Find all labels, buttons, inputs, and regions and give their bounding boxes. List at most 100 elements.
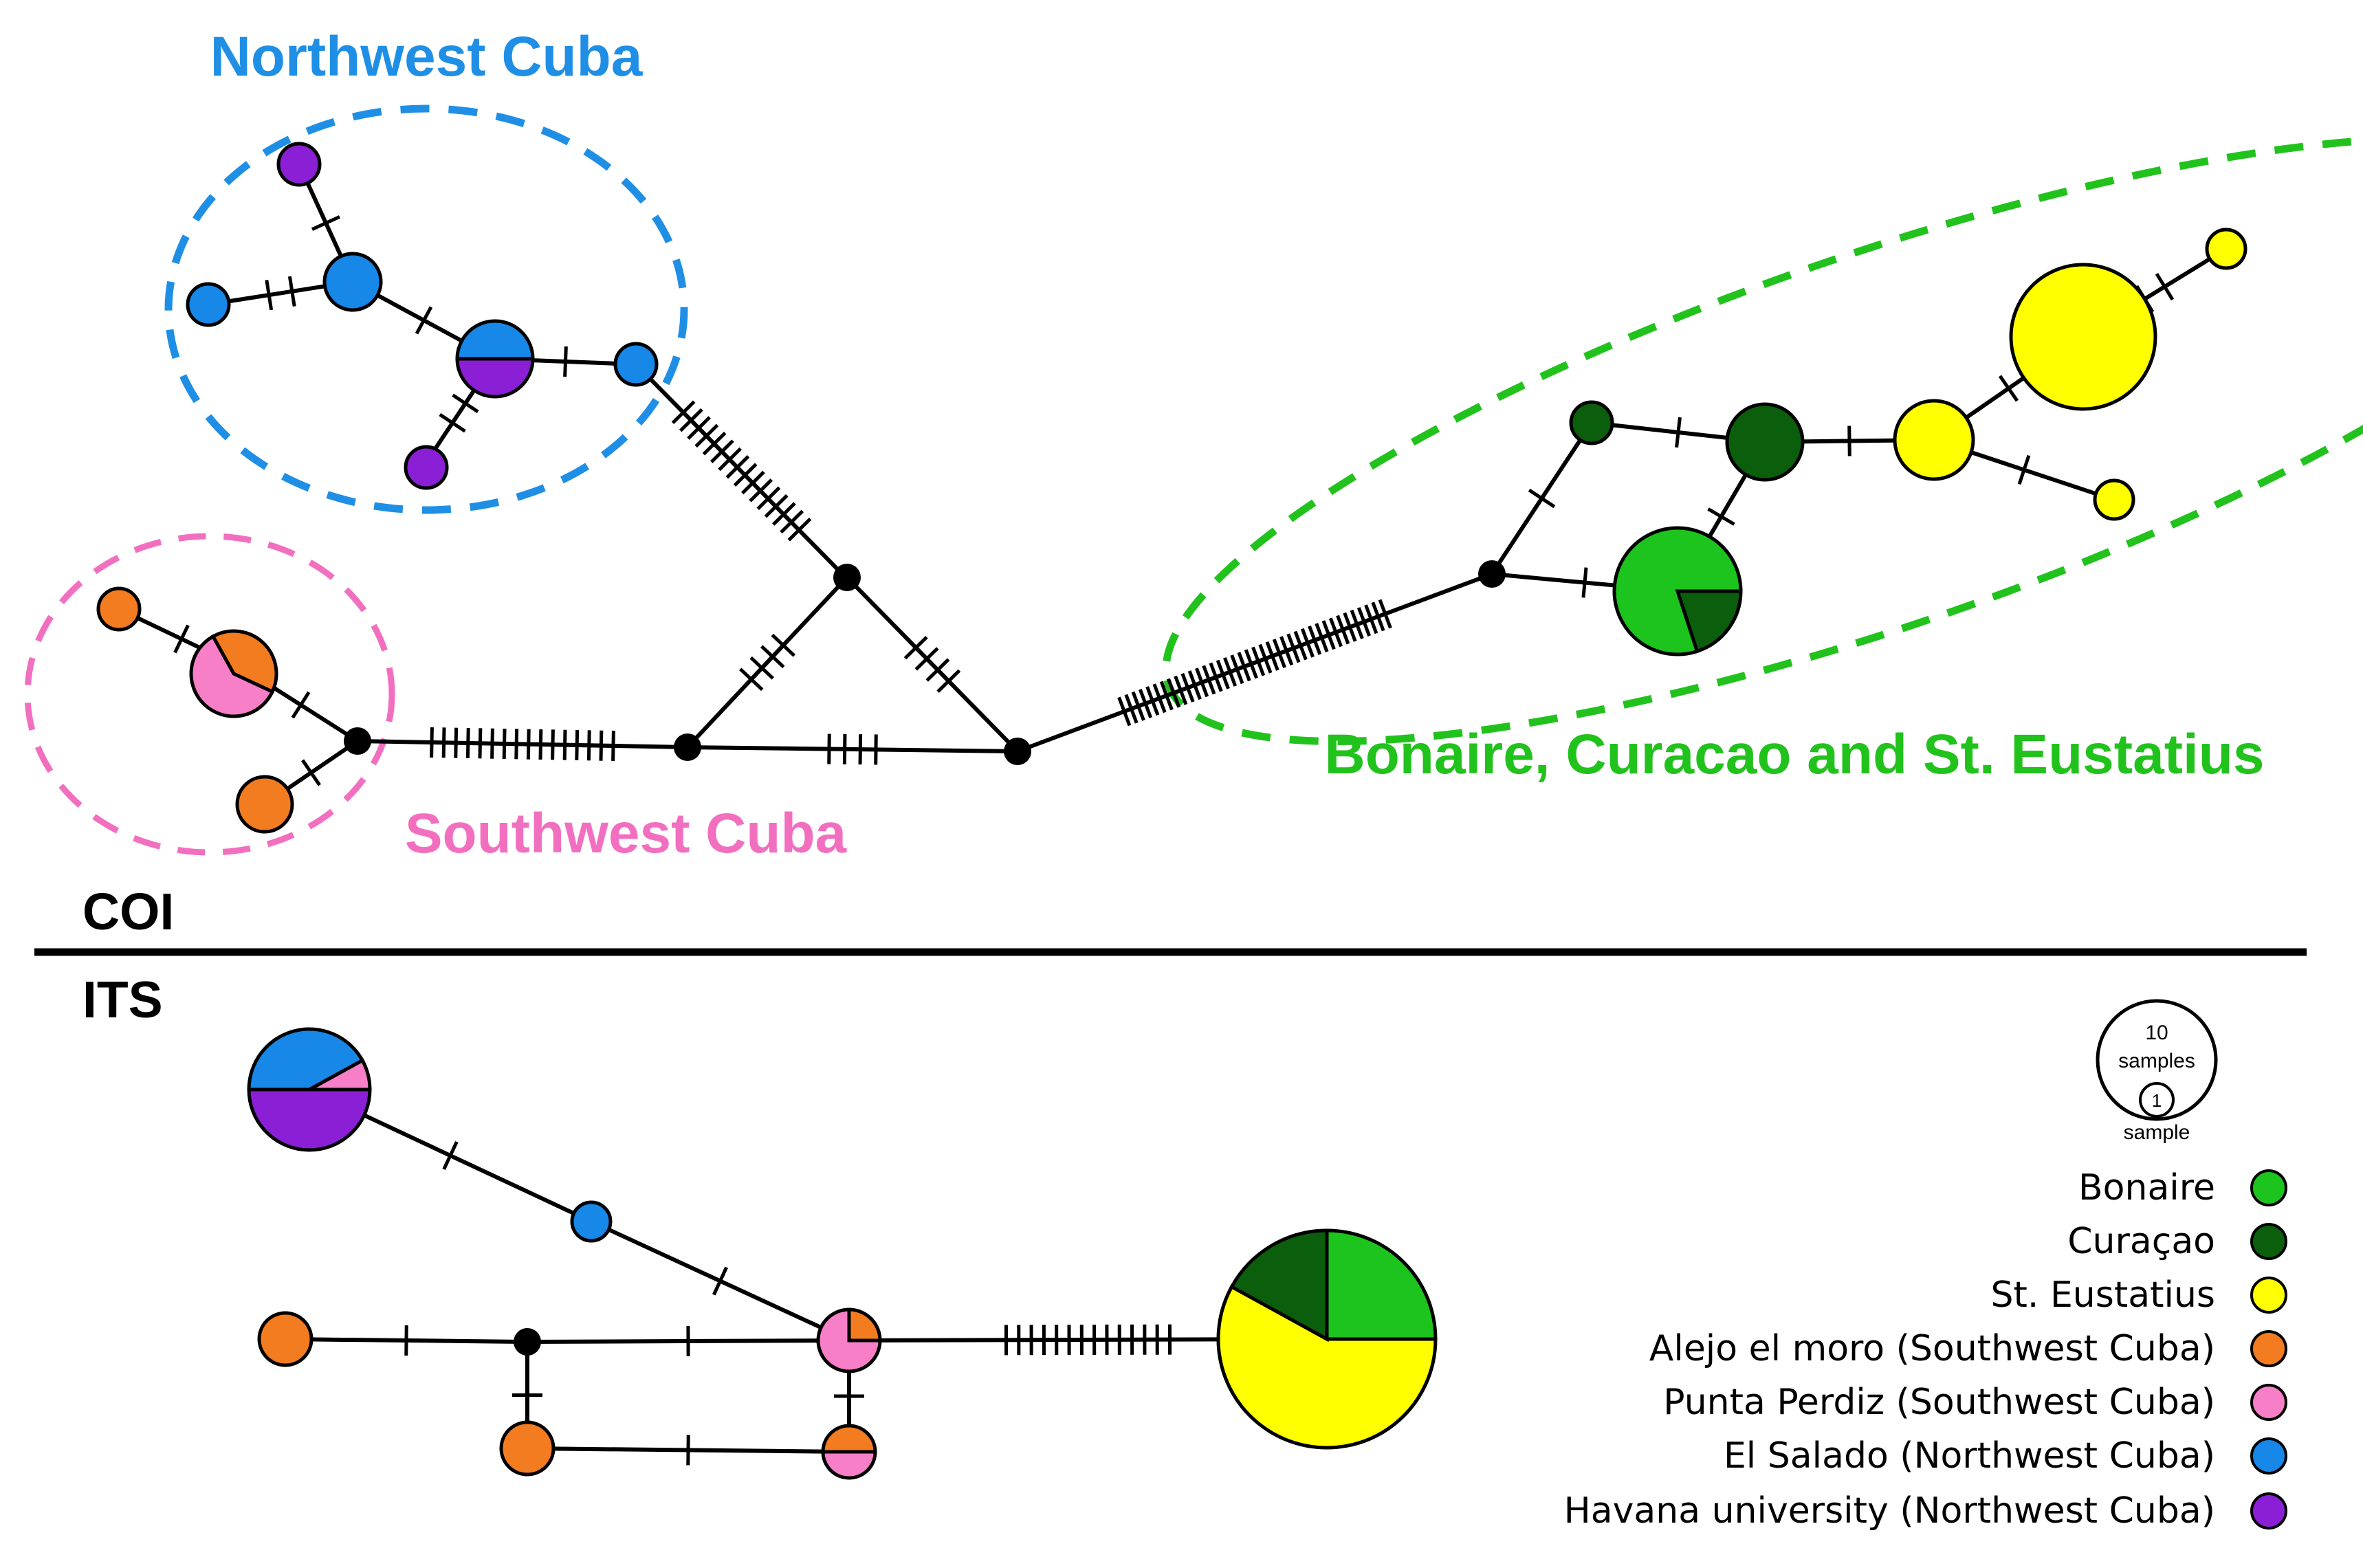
haplotype-node bbox=[257, 1311, 314, 1367]
mutation-tick bbox=[2017, 454, 2031, 485]
mutation-tick bbox=[1244, 649, 1258, 679]
svg-text:10: 10 bbox=[2145, 1022, 2168, 1044]
legend-item: Alejo el moro (Southwest Cuba) bbox=[1649, 1328, 2287, 1369]
mutation-tick bbox=[478, 728, 483, 759]
mutation-tick bbox=[599, 730, 604, 761]
svg-text:El Salado (Northwest Cuba): El Salado (Northwest Cuba) bbox=[1724, 1435, 2215, 1477]
mutation-tick bbox=[1124, 694, 1139, 724]
mutation-tick bbox=[1202, 665, 1216, 695]
mutation-tick bbox=[925, 658, 950, 682]
mutation-tick bbox=[1315, 623, 1329, 653]
its-panel-label: ITS bbox=[83, 971, 163, 1028]
pie-slice bbox=[455, 319, 535, 361]
mutation-tick bbox=[1209, 662, 1223, 692]
northwest-cuba-outline bbox=[164, 104, 688, 514]
mutation-tick bbox=[1174, 675, 1188, 705]
mutation-tick bbox=[1223, 656, 1238, 687]
mutation-tick bbox=[442, 1141, 459, 1170]
mutation-tick bbox=[772, 502, 796, 526]
mutation-tick bbox=[827, 733, 831, 764]
mutation-tick bbox=[725, 455, 750, 479]
svg-text:Alejo el moro (Southwest Cuba): Alejo el moro (Southwest Cuba) bbox=[1649, 1328, 2215, 1369]
legend-item: Curaçao bbox=[2067, 1221, 2287, 1262]
mutation-tick bbox=[710, 439, 734, 463]
mutation-tick bbox=[671, 400, 696, 425]
pie-slice bbox=[210, 629, 278, 694]
svg-text:sample: sample bbox=[2124, 1121, 2190, 1144]
pie-slice bbox=[1325, 1228, 1438, 1341]
legend: Bonaire Curaçao St. Eustatius Alejo el m… bbox=[1564, 1167, 2287, 1532]
mutation-tick bbox=[1328, 617, 1343, 648]
haplotype-node bbox=[322, 252, 383, 312]
mutation-tick bbox=[563, 346, 568, 377]
mutation-tick bbox=[1258, 643, 1273, 674]
coi-nodes bbox=[96, 142, 2247, 834]
mutation-tick bbox=[404, 1325, 408, 1356]
haplotype-node bbox=[2205, 228, 2247, 270]
mutation-tick bbox=[454, 727, 459, 758]
mutation-tick bbox=[694, 423, 719, 448]
mutation-tick bbox=[712, 1266, 728, 1296]
mutation-tick bbox=[1251, 646, 1266, 676]
mutation-tick bbox=[291, 691, 311, 719]
mutation-tick bbox=[1528, 488, 1556, 509]
mutation-tick bbox=[756, 486, 781, 511]
coi-median-vectors bbox=[344, 560, 1506, 765]
coi-split-nodes bbox=[189, 319, 1743, 718]
mutation-tick bbox=[1675, 417, 1682, 448]
mutation-tick bbox=[562, 729, 567, 760]
mutation-tick bbox=[1117, 696, 1132, 727]
pie-slice bbox=[1216, 1284, 1438, 1450]
its-pie-nodes bbox=[247, 1027, 1438, 1480]
mutation-tick bbox=[1195, 667, 1209, 698]
pie-slice bbox=[308, 1058, 372, 1092]
mutation-tick bbox=[502, 728, 507, 760]
mutation-tick bbox=[936, 669, 961, 693]
mutation-tick bbox=[1581, 567, 1588, 598]
its-median-vectors bbox=[514, 1328, 541, 1356]
mutation-tick bbox=[679, 408, 703, 432]
mutation-tick bbox=[858, 734, 863, 765]
mutation-tick bbox=[718, 447, 743, 472]
mutation-tick bbox=[1216, 659, 1230, 689]
mutation-tick bbox=[1159, 681, 1174, 711]
svg-text:Bonaire: Bonaire bbox=[2078, 1167, 2215, 1208]
mutation-tick bbox=[415, 306, 433, 335]
haplotype-node bbox=[96, 586, 142, 632]
legend-item: St. Eustatius bbox=[1991, 1274, 2287, 1316]
mutation-tick bbox=[575, 729, 580, 761]
mutation-tick bbox=[1998, 375, 2019, 402]
haplotype-node bbox=[613, 342, 659, 387]
pie-slice bbox=[821, 1450, 877, 1480]
legend-item: El Salado (Northwest Cuba) bbox=[1724, 1435, 2287, 1477]
haplotype-node bbox=[186, 282, 231, 327]
mutation-tick bbox=[1300, 628, 1315, 658]
mutation-tick bbox=[1343, 612, 1357, 642]
its-edges bbox=[285, 1087, 1328, 1454]
mutation-tick bbox=[311, 215, 341, 231]
mutation-tick bbox=[903, 636, 928, 660]
haplotype-node bbox=[1893, 399, 1975, 481]
haplotype-node bbox=[235, 775, 294, 834]
mutation-tick bbox=[490, 728, 494, 759]
mutation-tick bbox=[1265, 641, 1279, 671]
pie-slice bbox=[821, 1424, 877, 1454]
haplotype-node bbox=[276, 142, 322, 187]
mutation-tick bbox=[452, 393, 479, 414]
abc-islands-label: Bonaire, Curacao and St. Eustatius bbox=[1325, 723, 2265, 786]
haplotype-node bbox=[2009, 263, 2157, 411]
pie-slice bbox=[816, 1307, 882, 1373]
mutation-tick bbox=[771, 633, 796, 657]
haplotype-node bbox=[499, 1420, 556, 1477]
mutation-tick bbox=[1356, 607, 1372, 637]
abc-islands-outline bbox=[1162, 135, 2363, 745]
mutation-tick bbox=[1378, 599, 1392, 629]
mutation-tick bbox=[760, 645, 785, 669]
mutation-tick bbox=[526, 729, 531, 760]
legend-item: Bonaire bbox=[2078, 1167, 2287, 1208]
mutation-tick bbox=[514, 729, 519, 760]
mutation-tick bbox=[1145, 686, 1160, 716]
mutation-tick bbox=[1847, 426, 1851, 456]
its-mutation-ticks bbox=[404, 1141, 1172, 1466]
mutation-tick bbox=[1286, 633, 1301, 663]
